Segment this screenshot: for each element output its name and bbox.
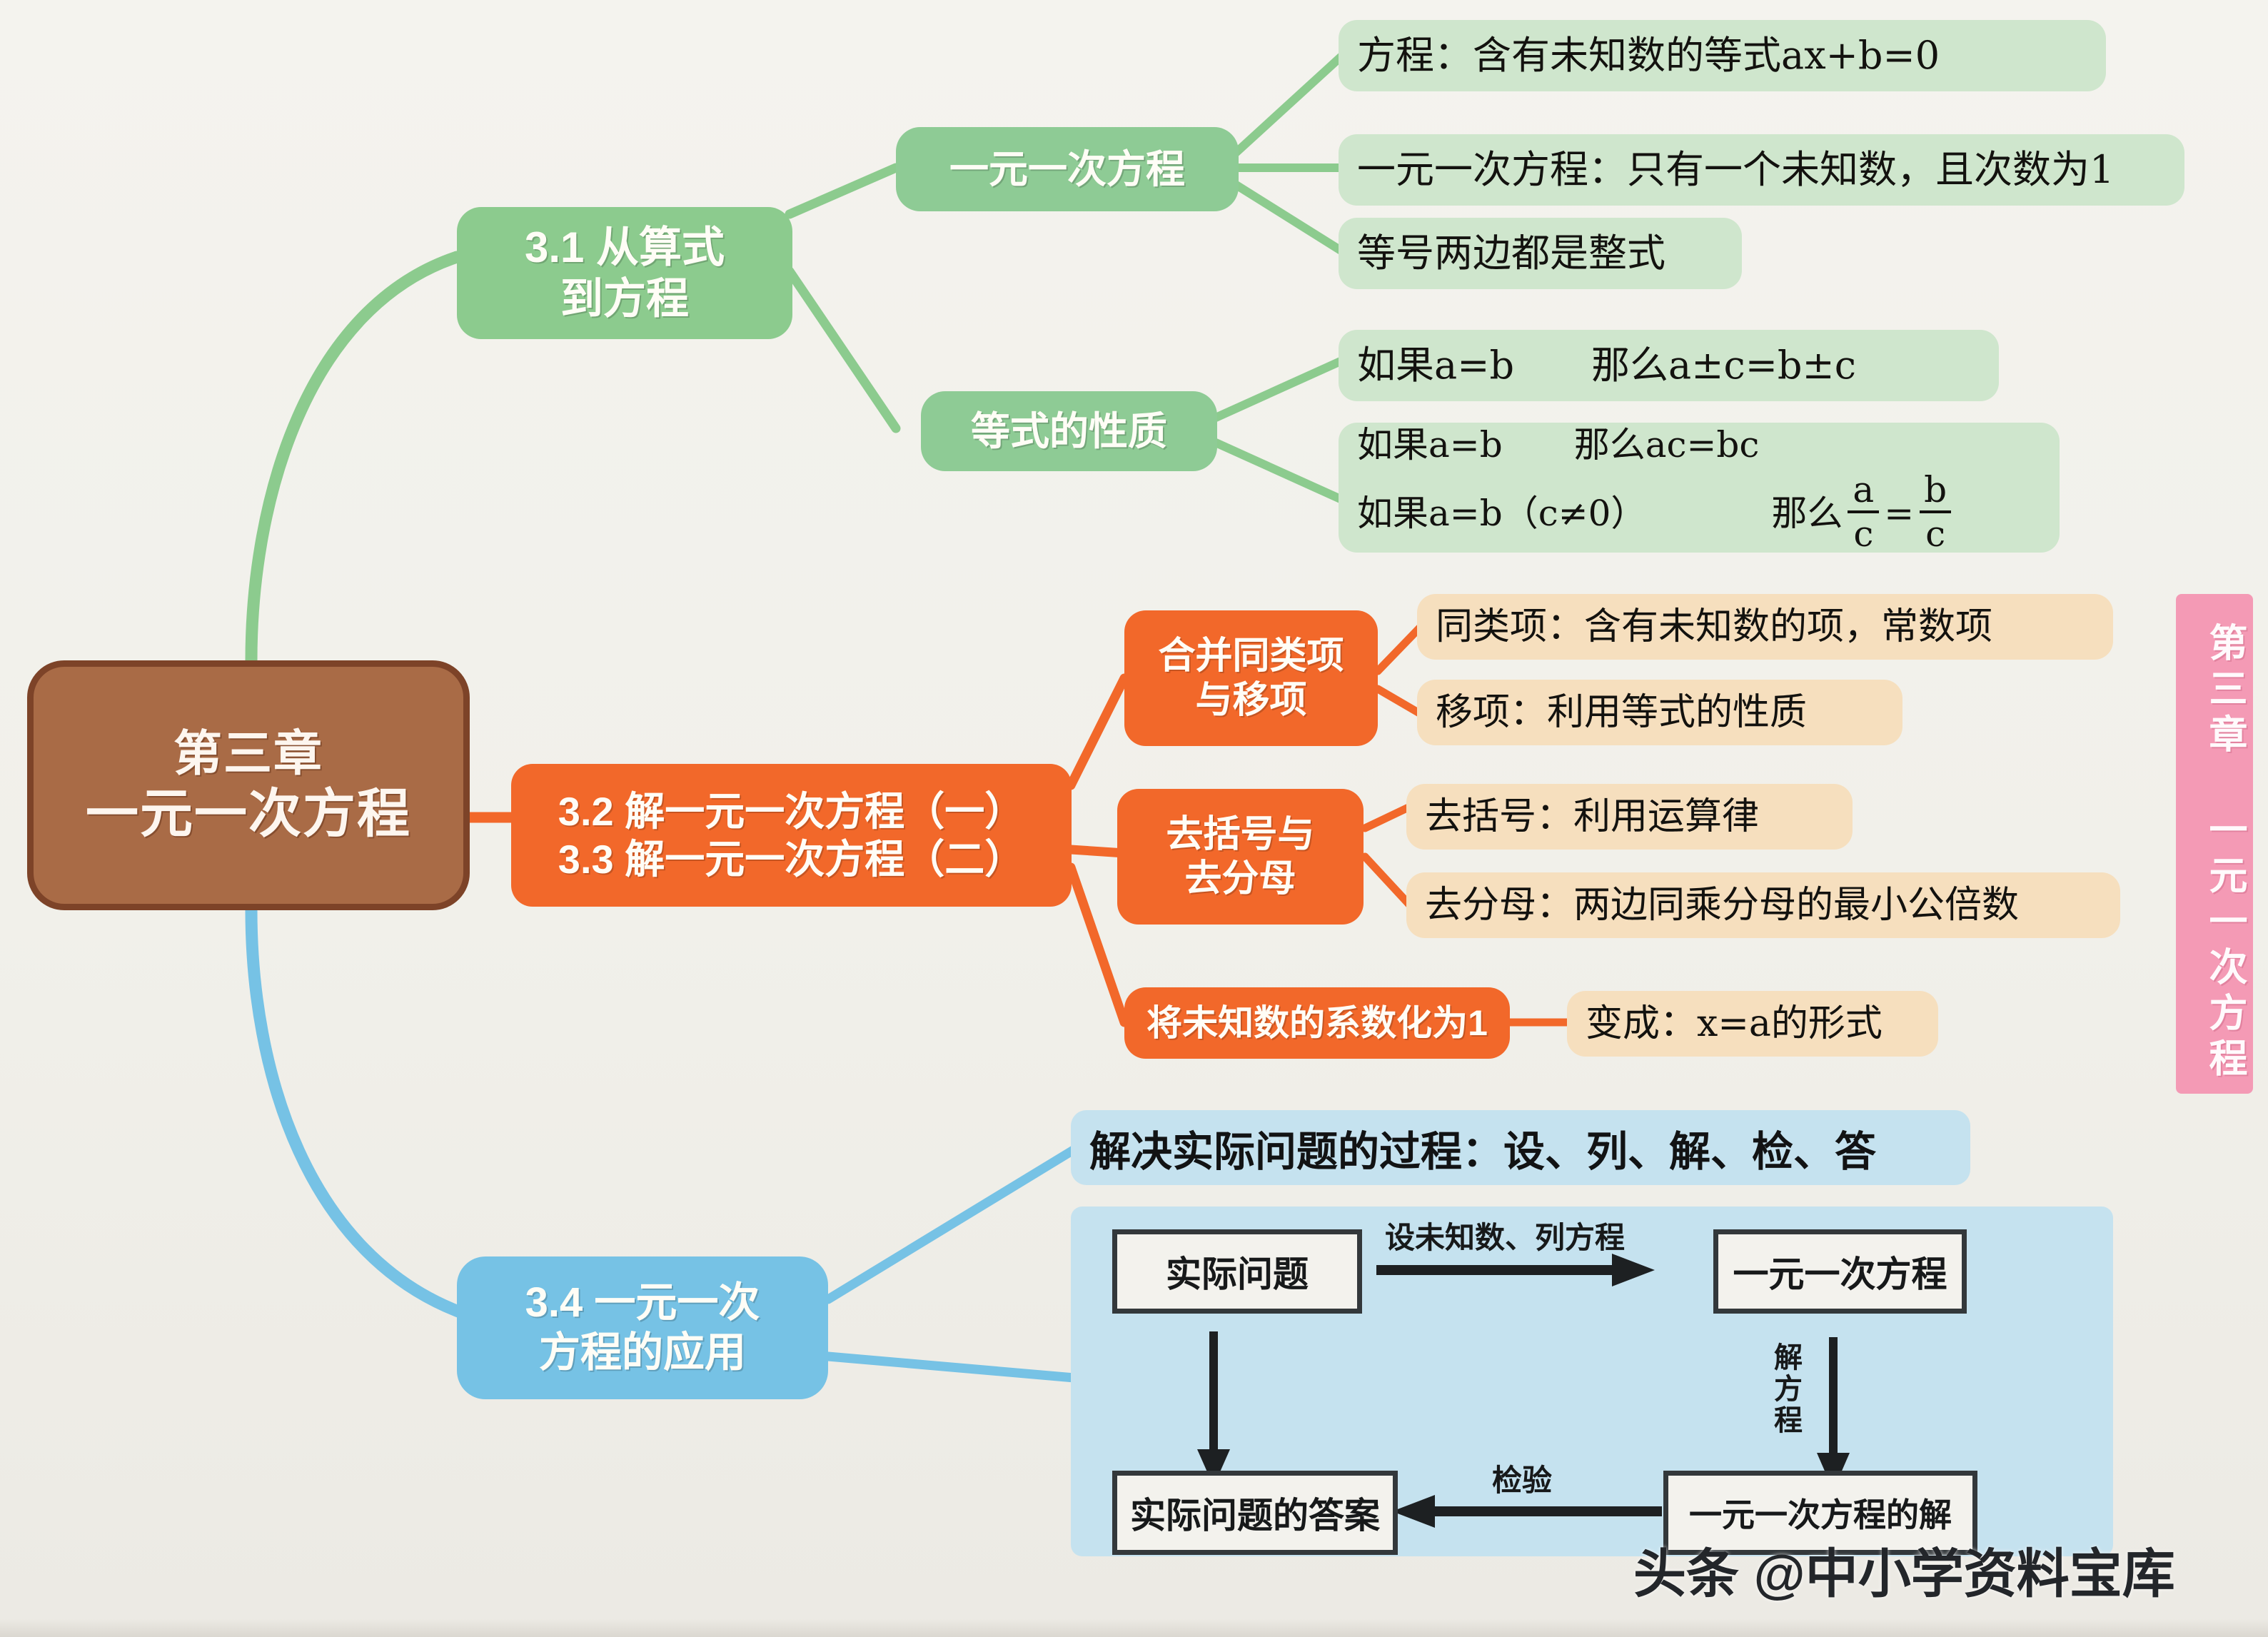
branch-title-3-2-3-3[interactable]: 3.2 解一元一次方程（一） 3.3 解一元一次方程（二） bbox=[511, 764, 1072, 907]
group-label-remove-brackets[interactable]: 去括号与 去分母 bbox=[1117, 789, 1364, 925]
fraction-right-numerator: b bbox=[1924, 469, 1947, 510]
group-label-coefficient-to-one-text: 将未知数的系数化为1 bbox=[1146, 1003, 1488, 1043]
central-node[interactable]: 第三章 一元一次方程 bbox=[27, 660, 470, 910]
flow-label-solve-text: 解方程 bbox=[1770, 1342, 1801, 1436]
flow-box-real-problem-text: 实际问题 bbox=[1166, 1254, 1309, 1294]
chapter-side-tab[interactable]: 第三章 一元一次方程 bbox=[2176, 594, 2253, 1094]
branch-title-3-4-line1: 3.4 一元一次 bbox=[525, 1279, 760, 1326]
chapter-side-tab-text: 第三章 一元一次方程 bbox=[2203, 623, 2246, 1084]
group-label-linear-equation[interactable]: 一元一次方程 bbox=[896, 127, 1239, 211]
group-label-combine-like-terms-line2: 与移项 bbox=[1195, 680, 1307, 721]
flow-label-check-text: 检验 bbox=[1492, 1464, 1553, 1497]
leaf-like-terms-text: 同类项：含有未知数的项，常数项 bbox=[1436, 605, 1993, 648]
branch-title-3-3: 3.3 解一元一次方程（二） bbox=[558, 837, 1025, 882]
leaf-linear-equation-definition[interactable]: 一元一次方程：只有一个未知数，且次数为1 bbox=[1339, 134, 2184, 206]
watermark: 头条 @中小学资料宝库 bbox=[1633, 1531, 2175, 1608]
leaf-property-multiplication-line1: 如果a=b 那么ac=bc bbox=[1357, 424, 1760, 465]
flow-box-real-problem[interactable]: 实际问题 bbox=[1112, 1229, 1362, 1314]
watermark-text: 头条 @中小学资料宝库 bbox=[1633, 1544, 2175, 1603]
group-label-equation-properties[interactable]: 等式的性质 bbox=[921, 391, 1217, 471]
group-label-linear-equation-text: 一元一次方程 bbox=[949, 147, 1185, 191]
headline-solving-steps[interactable]: 解决实际问题的过程：设、列、解、检、答 bbox=[1071, 1110, 1970, 1185]
leaf-remove-denominator[interactable]: 去分母：两边同乘分母的最小公倍数 bbox=[1406, 872, 2120, 938]
group-label-coefficient-to-one[interactable]: 将未知数的系数化为1 bbox=[1124, 987, 1510, 1059]
fraction-left-numerator: a bbox=[1853, 469, 1875, 510]
flow-box-answer-text: 实际问题的答案 bbox=[1130, 1496, 1380, 1536]
group-label-equation-properties-text: 等式的性质 bbox=[970, 409, 1167, 453]
leaf-remove-denominator-text: 去分母：两边同乘分母的最小公倍数 bbox=[1425, 883, 2020, 927]
fraction-equals-sign: = bbox=[1884, 493, 1915, 534]
flow-box-linear-equation[interactable]: 一元一次方程 bbox=[1713, 1229, 1967, 1314]
central-node-line2: 一元一次方程 bbox=[86, 784, 411, 844]
fraction-left-denominator: c bbox=[1848, 510, 1880, 552]
leaf-like-terms[interactable]: 同类项：含有未知数的项，常数项 bbox=[1417, 594, 2113, 660]
leaf-equation-definition[interactable]: 方程：含有未知数的等式ax+b=0 bbox=[1339, 20, 2106, 91]
group-label-combine-like-terms[interactable]: 合并同类项 与移项 bbox=[1124, 610, 1378, 746]
leaf-property-addition-text: 如果a=b 那么a±c=b±c bbox=[1357, 343, 1856, 388]
leaf-remove-brackets[interactable]: 去括号：利用运算律 bbox=[1406, 784, 1853, 850]
group-label-remove-brackets-line1: 去括号与 bbox=[1166, 813, 1315, 855]
leaf-equation-definition-text: 方程：含有未知数的等式ax+b=0 bbox=[1357, 33, 1940, 79]
group-label-remove-brackets-line2: 去分母 bbox=[1184, 858, 1296, 900]
flow-label-solve: 解方程 bbox=[1770, 1342, 1801, 1464]
leaf-both-sides-polynomial-text: 等号两边都是整式 bbox=[1357, 231, 1665, 276]
leaf-remove-brackets-text: 去括号：利用运算律 bbox=[1425, 795, 1760, 838]
flow-box-solution-text: 一元一次方程的解 bbox=[1689, 1496, 1952, 1533]
flow-label-check: 检验 bbox=[1492, 1456, 1552, 1500]
leaf-form-x-equals-a[interactable]: 变成：x=a的形式 bbox=[1567, 991, 1938, 1057]
leaf-property-multiplication-line2-prefix: 如果a=b（c≠0） 那么 bbox=[1357, 493, 1843, 534]
flow-label-set-list: 设未知数、列方程 bbox=[1385, 1214, 1625, 1257]
leaf-move-terms[interactable]: 移项：利用等式的性质 bbox=[1417, 680, 1902, 745]
headline-solving-steps-text: 解决实际问题的过程：设、列、解、检、答 bbox=[1089, 1127, 1877, 1176]
flow-box-linear-equation-text: 一元一次方程 bbox=[1733, 1254, 1947, 1294]
group-label-combine-like-terms-line1: 合并同类项 bbox=[1158, 635, 1344, 677]
branch-title-3-1[interactable]: 3.1 从算式 到方程 bbox=[457, 207, 792, 339]
fraction-left: a c bbox=[1847, 472, 1880, 552]
flow-box-answer[interactable]: 实际问题的答案 bbox=[1112, 1471, 1398, 1555]
flow-box-solution[interactable]: 一元一次方程的解 bbox=[1663, 1471, 1977, 1555]
branch-title-3-4[interactable]: 3.4 一元一次 方程的应用 bbox=[457, 1256, 828, 1399]
leaf-property-addition[interactable]: 如果a=b 那么a±c=b±c bbox=[1339, 330, 1999, 401]
central-node-line1: 第三章 bbox=[173, 727, 323, 782]
flow-label-set-list-text: 设未知数、列方程 bbox=[1385, 1221, 1626, 1254]
leaf-property-multiplication-line2: 如果a=b（c≠0） 那么 a c = b c bbox=[1357, 472, 1957, 553]
leaf-property-multiplication[interactable]: 如果a=b 那么ac=bc 如果a=b（c≠0） 那么 a c = b c bbox=[1339, 423, 2060, 553]
branch-title-3-1-line1: 3.1 从算式 bbox=[524, 223, 725, 271]
leaf-both-sides-polynomial[interactable]: 等号两边都是整式 bbox=[1339, 218, 1742, 289]
leaf-move-terms-text: 移项：利用等式的性质 bbox=[1436, 690, 1808, 734]
branch-title-3-1-line2: 到方程 bbox=[560, 274, 689, 323]
leaf-linear-equation-definition-text: 一元一次方程：只有一个未知数，且次数为1 bbox=[1357, 147, 2115, 193]
branch-title-3-2: 3.2 解一元一次方程（一） bbox=[558, 788, 1025, 834]
fraction-right-denominator: c bbox=[1920, 510, 1952, 552]
page-edge-shadow bbox=[0, 1618, 2268, 1637]
leaf-form-x-equals-a-text: 变成：x=a的形式 bbox=[1586, 1002, 1883, 1045]
fraction-right: b c bbox=[1918, 472, 1952, 552]
branch-title-3-4-line2: 方程的应用 bbox=[538, 1329, 746, 1376]
